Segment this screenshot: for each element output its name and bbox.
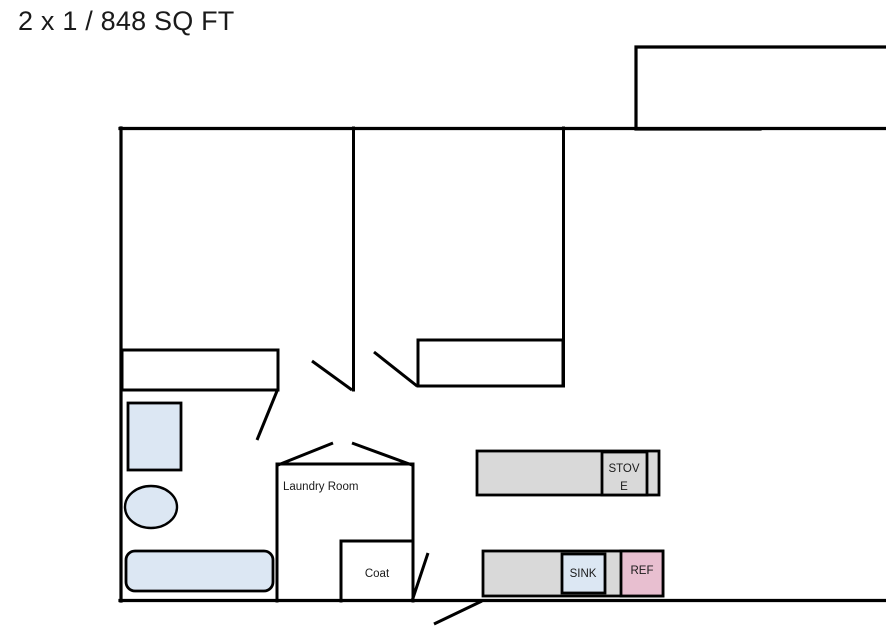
fixture-bathtub	[124, 549, 275, 593]
room-bathroom	[123, 401, 275, 593]
stove-label-line-2: E	[620, 481, 628, 493]
kitchen-lower-run: SINK REF	[481, 549, 665, 598]
bedroom-2-door-swing	[373, 350, 418, 388]
bedroom-1-entry-swing	[311, 359, 353, 392]
fixture-shower	[126, 401, 183, 472]
bedroom-1-door-swing	[255, 390, 279, 441]
laundry-room-label: Laundry Room	[283, 481, 358, 493]
fixture-kitchen-sink	[560, 552, 607, 595]
balcony-walls	[634, 45, 886, 131]
entry-door	[433, 599, 483, 626]
bedroom-1-closet	[120, 348, 280, 392]
fixture-bathroom-sink	[123, 484, 179, 530]
bedroom-2-closet	[416, 338, 565, 388]
coat-closet-label: Coat	[365, 568, 390, 580]
fixture-refrigerator	[619, 549, 665, 598]
room-bedroom-2	[311, 338, 565, 392]
laundry-room-walls	[275, 462, 415, 603]
interior-walls	[352, 126, 565, 392]
room-balcony	[634, 45, 886, 131]
closet-coat: Coat	[339, 539, 430, 603]
kitchen-sink-label: SINK	[570, 568, 597, 580]
coat-closet-walls	[339, 539, 415, 603]
kitchen-upper-run: STOV E	[475, 449, 661, 497]
stove-label-line-1: STOV	[608, 463, 639, 475]
room-laundry: Laundry Room	[275, 441, 415, 603]
refrigerator-label: REF	[631, 565, 654, 577]
fixture-stove	[600, 450, 649, 497]
entry-door-swing	[433, 599, 483, 626]
unit-outer-walls	[118, 126, 886, 603]
room-bedroom-1	[120, 348, 280, 441]
laundry-door-right-leaf	[351, 441, 413, 467]
coat-closet-door-swing	[410, 552, 430, 602]
page-title: 2 x 1 / 848 SQ FT	[18, 6, 235, 36]
laundry-door-left-leaf	[277, 441, 334, 467]
